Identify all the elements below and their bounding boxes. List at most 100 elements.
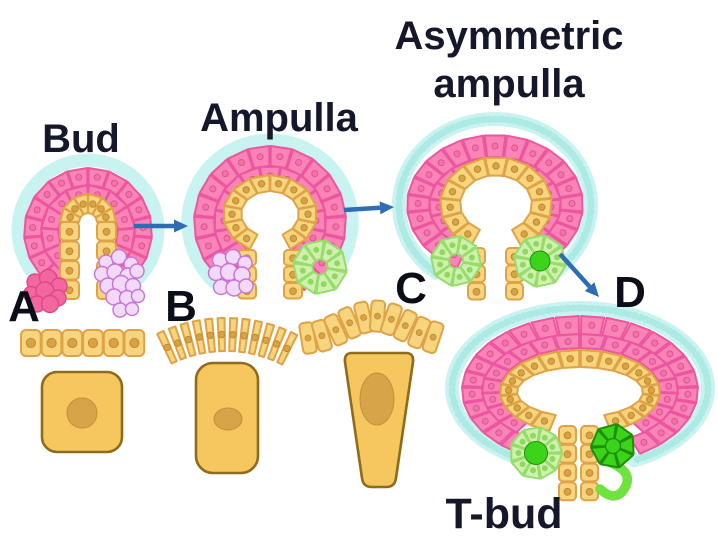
cap-cell bbox=[124, 301, 140, 317]
cell-nucleus bbox=[290, 186, 298, 194]
cell-nucleus bbox=[283, 344, 291, 353]
cell-nucleus bbox=[568, 200, 576, 207]
cell-nucleus bbox=[489, 395, 497, 403]
cell-nucleus bbox=[515, 450, 522, 456]
cell-nucleus bbox=[541, 465, 548, 472]
cell-nucleus bbox=[295, 159, 303, 166]
basement-membrane bbox=[11, 153, 165, 292]
cell-nucleus bbox=[449, 242, 456, 249]
cell-nucleus bbox=[448, 188, 457, 196]
cell-nucleus bbox=[262, 336, 270, 344]
membrane-dot-texture bbox=[448, 304, 712, 464]
cell-nucleus bbox=[309, 234, 317, 242]
cell-nucleus bbox=[108, 337, 119, 349]
cell-nucleus bbox=[632, 330, 640, 338]
cell-nucleus bbox=[566, 215, 574, 223]
cell-nucleus bbox=[38, 259, 46, 267]
cell-nucleus bbox=[559, 229, 567, 237]
cell-nucleus bbox=[671, 417, 679, 425]
cell-nucleus bbox=[646, 395, 654, 404]
cell-nucleus bbox=[517, 369, 525, 377]
cell-nucleus bbox=[334, 260, 341, 267]
cell-nucleus bbox=[565, 185, 573, 192]
cell-nucleus bbox=[251, 333, 259, 342]
cell-nucleus bbox=[563, 431, 572, 440]
arrow-asymmetric-to-t-bud bbox=[558, 252, 592, 289]
cell-nucleus bbox=[506, 395, 514, 404]
cell-nucleus bbox=[326, 249, 333, 256]
cell-nucleus bbox=[647, 386, 656, 394]
cell-nucleus bbox=[588, 321, 596, 329]
cell-nucleus bbox=[473, 165, 482, 173]
cell-nucleus bbox=[563, 450, 572, 459]
cell-nucleus bbox=[289, 234, 298, 243]
cell-nucleus bbox=[320, 281, 327, 288]
cell-nucleus bbox=[237, 159, 245, 166]
cell-nucleus bbox=[501, 339, 509, 347]
cell-nucleus bbox=[331, 273, 338, 280]
cell-nucleus bbox=[221, 170, 229, 178]
cell-nucleus bbox=[547, 357, 555, 365]
cell-nucleus bbox=[481, 417, 489, 425]
cell-nucleus bbox=[510, 419, 518, 427]
cell-nucleus bbox=[464, 230, 472, 238]
cell-nucleus bbox=[530, 432, 536, 439]
cell-nucleus bbox=[304, 210, 312, 218]
cell-nucleus bbox=[184, 335, 193, 344]
t-bud-illustration bbox=[445, 300, 716, 502]
cell-nucleus bbox=[492, 369, 500, 377]
cell-nucleus bbox=[472, 287, 481, 296]
cell-nucleus bbox=[586, 355, 594, 363]
cell-nucleus bbox=[541, 324, 549, 332]
cell-nucleus bbox=[564, 338, 572, 345]
cell-nucleus bbox=[65, 247, 74, 256]
cell-nucleus bbox=[533, 240, 540, 247]
cell-nucleus bbox=[648, 358, 656, 365]
cell-nucleus bbox=[627, 411, 635, 420]
cell-nucleus bbox=[666, 350, 674, 358]
cell-nucleus bbox=[540, 417, 549, 425]
cell-nucleus bbox=[217, 330, 226, 339]
cell-nucleus bbox=[522, 248, 529, 255]
cell-nucleus bbox=[58, 179, 65, 187]
cell-nucleus bbox=[332, 326, 340, 334]
panel-a-letter: A bbox=[8, 282, 40, 331]
cell-nucleus bbox=[129, 337, 140, 349]
cell-nucleus bbox=[563, 487, 572, 496]
cell-nucleus bbox=[387, 315, 395, 323]
cell-nucleus bbox=[437, 261, 444, 268]
panel-c-letter: C bbox=[395, 264, 427, 313]
cell-nucleus bbox=[585, 469, 594, 477]
cell-nucleus bbox=[240, 332, 248, 340]
cell-nucleus bbox=[289, 287, 297, 296]
cell-nucleus bbox=[200, 223, 208, 231]
cell-nucleus bbox=[660, 369, 668, 377]
cell-nucleus bbox=[519, 461, 526, 468]
cell-nucleus bbox=[202, 203, 210, 211]
cell-nucleus bbox=[307, 278, 314, 285]
cell-nucleus bbox=[209, 185, 217, 193]
cell-nucleus bbox=[444, 271, 451, 278]
cell-nucleus bbox=[504, 358, 512, 365]
cell-nucleus bbox=[510, 287, 519, 296]
basement-membrane bbox=[181, 133, 359, 295]
cell-nucleus bbox=[621, 362, 630, 370]
cell-nucleus bbox=[323, 185, 331, 193]
cell-nucleus bbox=[461, 244, 468, 251]
cell-nucleus bbox=[205, 242, 212, 250]
cell-nucleus bbox=[67, 337, 78, 349]
cell-nucleus bbox=[585, 431, 594, 440]
cell-nucleus bbox=[520, 230, 528, 238]
cell-nucleus bbox=[163, 343, 172, 352]
cell-nucleus bbox=[639, 404, 647, 412]
ampulla-label: Ampulla bbox=[200, 96, 359, 140]
cell-nucleus bbox=[415, 329, 423, 337]
cell-nucleus bbox=[611, 341, 619, 349]
cell-nucleus bbox=[65, 266, 74, 275]
cell-nucleus bbox=[611, 417, 620, 425]
cell-nucleus bbox=[549, 456, 556, 462]
cell-nucleus bbox=[566, 355, 574, 363]
cell-nucleus bbox=[446, 203, 454, 211]
cell-nucleus bbox=[683, 376, 691, 384]
